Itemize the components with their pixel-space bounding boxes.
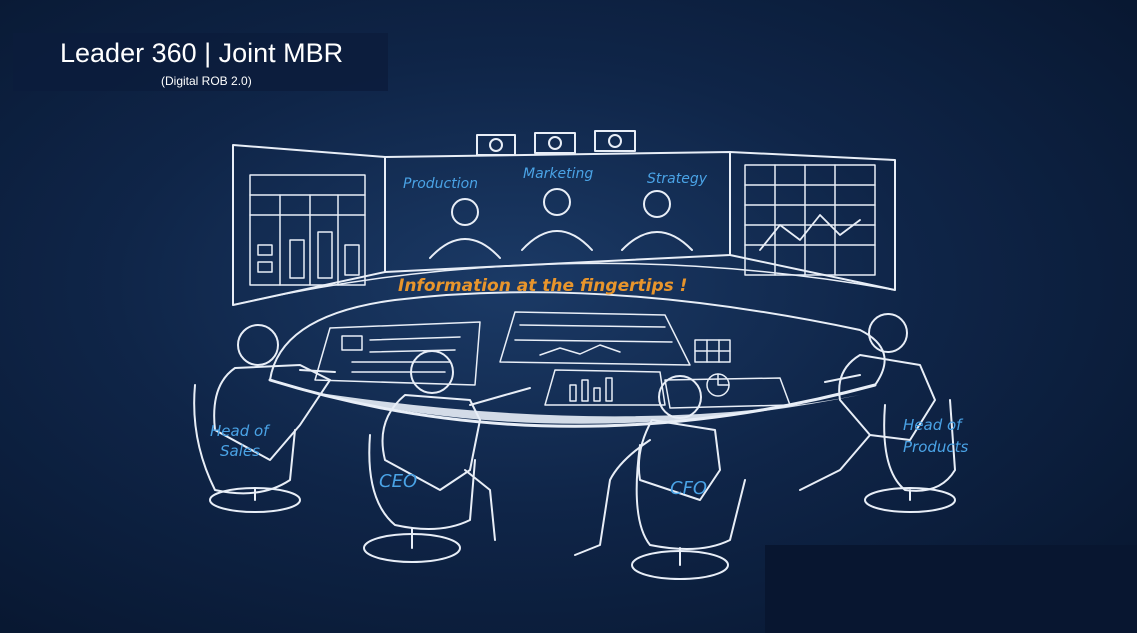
remote-participant-production bbox=[429, 198, 501, 259]
video-wall bbox=[232, 144, 896, 306]
table-screen-left bbox=[314, 321, 481, 386]
person-ceo bbox=[363, 350, 531, 563]
page-title: Leader 360 | Joint MBR bbox=[60, 38, 344, 68]
table-screen-center bbox=[499, 311, 691, 366]
person-head-of-products bbox=[799, 313, 956, 513]
seat-label-head-of-products-line1: Head of bbox=[903, 416, 964, 434]
table-screen-charts bbox=[544, 369, 791, 409]
remote-participant-strategy bbox=[621, 190, 693, 251]
seat-label-head-of-products-line2: Products bbox=[903, 438, 969, 456]
table-keypad bbox=[694, 339, 731, 363]
label-marketing: Marketing bbox=[523, 166, 593, 182]
conference-table bbox=[268, 291, 886, 428]
person-cfo bbox=[574, 375, 746, 580]
seat-label-ceo: CEO bbox=[379, 471, 417, 492]
label-strategy: Strategy bbox=[647, 171, 708, 187]
left-dashboard-screen bbox=[249, 174, 366, 286]
camera-icon bbox=[476, 134, 516, 156]
seat-label-head-of-sales-line2: Sales bbox=[220, 442, 260, 460]
seat-label-cfo: CFO bbox=[670, 478, 707, 499]
seat-label-head-of-sales-line1: Head of bbox=[210, 422, 271, 440]
camera-icon bbox=[594, 130, 636, 152]
title-bar bbox=[13, 33, 388, 91]
camera-icon bbox=[534, 132, 576, 154]
page-subtitle: (Digital ROB 2.0) bbox=[161, 74, 252, 88]
remote-participant-marketing bbox=[521, 188, 593, 251]
person-head-of-sales bbox=[193, 324, 336, 513]
right-spreadsheet-screen bbox=[744, 164, 876, 276]
corner-overlay bbox=[765, 545, 1137, 633]
tagline: Information at the fingertips ! bbox=[398, 276, 687, 296]
label-production: Production bbox=[403, 176, 478, 192]
